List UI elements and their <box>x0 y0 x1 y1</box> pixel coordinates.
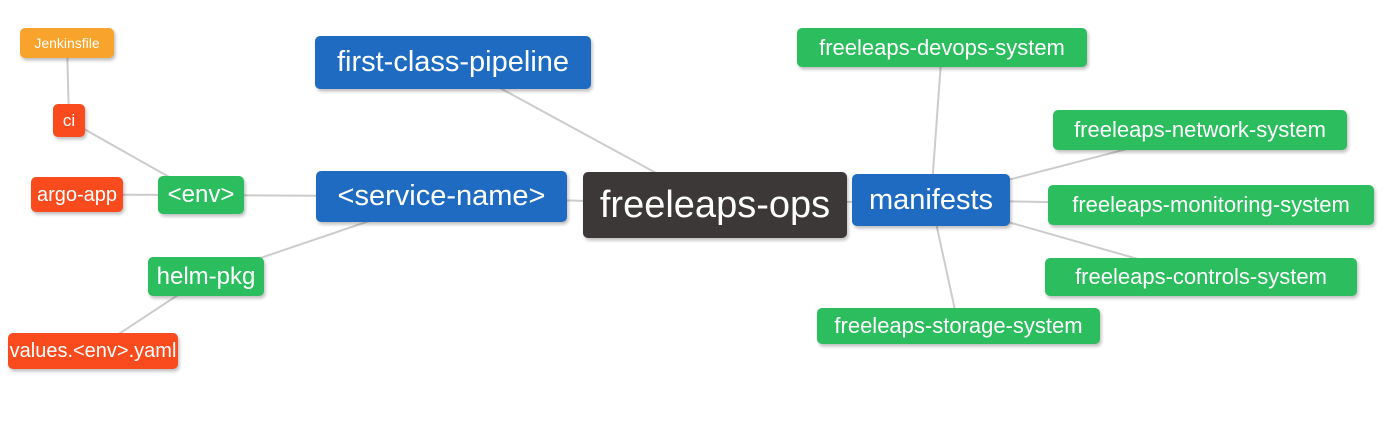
node-freeleaps-network-system[interactable]: freeleaps-network-system <box>1053 110 1347 150</box>
node-freeleaps-storage-system[interactable]: freeleaps-storage-system <box>817 308 1100 344</box>
node-label: helm-pkg <box>156 262 256 290</box>
node-values-env-yaml[interactable]: values.<env>.yaml <box>8 333 178 369</box>
node-freeleaps-ops[interactable]: freeleaps-ops <box>583 172 847 238</box>
node-argo-app[interactable]: argo-app <box>31 177 123 212</box>
node-manifests[interactable]: manifests <box>852 174 1010 226</box>
node-label: first-class-pipeline <box>336 46 570 78</box>
node-label: argo-app <box>36 183 118 206</box>
node-label: Jenkinsfile <box>34 35 100 51</box>
node-label: manifests <box>868 183 994 216</box>
node-label: freeleaps-controls-system <box>1075 264 1327 289</box>
node-label: freeleaps-network-system <box>1074 117 1326 142</box>
node-label: freeleaps-ops <box>599 184 831 226</box>
node-label: freeleaps-devops-system <box>819 34 1065 60</box>
node-service-name[interactable]: <service-name> <box>316 171 567 222</box>
node-helm-pkg[interactable]: helm-pkg <box>148 257 264 296</box>
node-ci[interactable]: ci <box>53 104 85 137</box>
node-label: values.<env>.yaml <box>9 340 177 362</box>
node-freeleaps-monitoring-system[interactable]: freeleaps-monitoring-system <box>1048 185 1374 225</box>
node-freeleaps-devops-system[interactable]: freeleaps-devops-system <box>797 28 1087 67</box>
node-freeleaps-controls-system[interactable]: freeleaps-controls-system <box>1045 258 1357 296</box>
node-jenkinsfile[interactable]: Jenkinsfile <box>20 28 114 58</box>
node-label: ci <box>62 111 76 130</box>
node-env[interactable]: <env> <box>158 176 244 214</box>
node-label: freeleaps-storage-system <box>834 313 1083 338</box>
node-label: <service-name> <box>337 180 546 212</box>
node-label: <env> <box>167 181 235 208</box>
node-label: freeleaps-monitoring-system <box>1072 192 1350 217</box>
node-first-class-pipeline[interactable]: first-class-pipeline <box>315 36 591 89</box>
